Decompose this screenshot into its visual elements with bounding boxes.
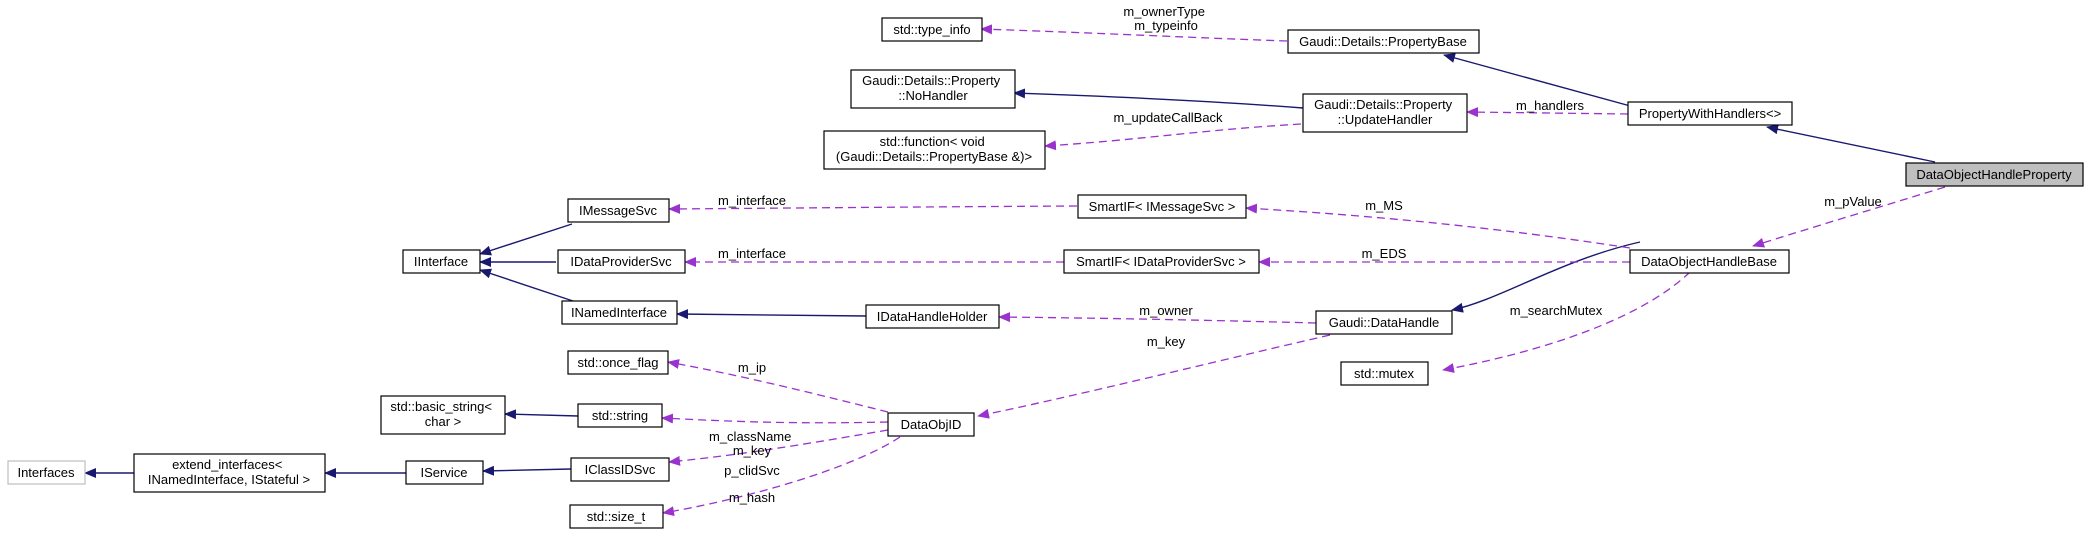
node-data-object-handle-base[interactable]: DataObjectHandleBase <box>1629 249 1790 274</box>
edge-label-msg-interface: m_interface <box>718 193 786 208</box>
edge-smartifmsg-to-imessagesvc <box>668 203 1078 214</box>
svg-text:std::type_info: std::type_info <box>893 22 970 37</box>
svg-text:SmartIF< IMessageSvc >: SmartIF< IMessageSvc > <box>1089 199 1236 214</box>
node-type-info[interactable]: std::type_info <box>881 17 983 42</box>
edge-label-ms: m_MS <box>1365 198 1403 213</box>
edge-idatahandleholder-to-inamedinterface <box>676 309 867 320</box>
svg-text:extend_interfaces< INa: extend_interfaces< INamedInterface, ISta… <box>148 457 310 487</box>
svg-text:SmartIF< IDataProviderSvc >: SmartIF< IDataProviderSvc > <box>1076 254 1246 269</box>
edge-labels: m_ownerType m_typeinfo m_handlers m_upda… <box>709 4 1882 505</box>
edge-dataobjid-to-stdstring <box>661 413 889 424</box>
svg-text:IDataHandleHolder: IDataHandleHolder <box>877 309 988 324</box>
svg-text:Gaudi::Details::PropertyBase: Gaudi::Details::PropertyBase <box>1299 34 1467 49</box>
node-interfaces[interactable]: Interfaces <box>7 460 86 485</box>
svg-text:std::string: std::string <box>592 408 648 423</box>
node-iclassid-svc[interactable]: IClassIDSvc <box>570 457 670 482</box>
edge-gaudidatahandle-to-idatahandleholder <box>998 312 1317 324</box>
node-data-object-handle-property[interactable]: DataObjectHandleProperty <box>1905 162 2084 187</box>
node-property-base[interactable]: Gaudi::Details::PropertyBase <box>1287 29 1480 54</box>
node-iservice[interactable]: IService <box>405 460 484 485</box>
node-iinterface[interactable]: IInterface <box>402 249 481 274</box>
svg-text:PropertyWithHandlers<>: PropertyWithHandlers<> <box>1639 106 1781 121</box>
edge-label-hash: m_hash <box>729 490 775 505</box>
svg-text:std::once_flag: std::once_flag <box>578 355 659 370</box>
node-imessage-svc[interactable]: IMessageSvc <box>567 198 670 223</box>
edge-dataobjecthandlebase-to-gaudidatahandle <box>1451 241 1641 313</box>
edge-inamedinterface-to-iinterface <box>479 268 577 303</box>
edge-propertywithhandlers-to-updatehandler <box>1466 107 1629 118</box>
node-extend-interfaces[interactable]: extend_interfaces< INamedInterface, ISta… <box>133 453 326 493</box>
edge-label-key-handle: m_key <box>1147 334 1186 349</box>
svg-text:Gaudi::Details::Property: Gaudi::Details::Property ::UpdateHandler <box>1314 97 1456 127</box>
svg-text:IInterface: IInterface <box>414 254 468 269</box>
svg-text:IDataProviderSvc: IDataProviderSvc <box>570 254 672 269</box>
edge-label-dp-interface: m_interface <box>718 246 786 261</box>
edge-stdstring-to-basicstring <box>504 409 579 420</box>
svg-text:IService: IService <box>421 465 468 480</box>
edge-updatehandler-to-nohandler <box>1013 88 1304 109</box>
node-update-handler[interactable]: Gaudi::Details::Property ::UpdateHandler <box>1302 93 1468 133</box>
node-std-mutex[interactable]: std::mutex <box>1340 361 1429 386</box>
svg-text:DataObjectHandleBase: DataObjectHandleBase <box>1641 254 1777 269</box>
edge-dataobjid-to-onceflag <box>667 359 889 413</box>
edge-label-p-value: m_pValue <box>1824 194 1882 209</box>
node-size-t[interactable]: std::size_t <box>569 504 664 529</box>
edge-updatehandler-to-stdfunction <box>1044 123 1302 151</box>
node-std-string[interactable]: std::string <box>577 403 663 428</box>
edge-iclassidsvc-to-iservice <box>482 465 572 476</box>
svg-text:std::mutex: std::mutex <box>1354 366 1414 381</box>
node-once-flag[interactable]: std::once_flag <box>567 350 669 375</box>
svg-text:std::function< void (G: std::function< void (Gaudi::Details::Pro… <box>836 134 1032 164</box>
svg-text:Gaudi::DataHandle: Gaudi::DataHandle <box>1329 315 1440 330</box>
edge-dataobjecthandlebase-to-stdmutex <box>1442 271 1691 373</box>
edge-dataobjecthandleproperty-to-dataobjecthandlebase <box>1752 186 1946 248</box>
edge-label-owner-type: m_ownerType m_typeinfo <box>1123 4 1208 33</box>
edge-label-update-callback: m_updateCallBack <box>1113 110 1223 125</box>
svg-text:IClassIDSvc: IClassIDSvc <box>585 462 656 477</box>
node-idatahandle-holder[interactable]: IDataHandleHolder <box>865 304 1000 329</box>
edge-propertywithhandlers-to-propertybase <box>1443 53 1646 111</box>
edge-dataobjid-to-sizet <box>662 436 901 517</box>
svg-text:std::basic_string< cha: std::basic_string< char > <box>390 399 495 429</box>
edge-label-owner: m_owner <box>1139 303 1193 318</box>
edge-dataobjid-to-iclassidsvc <box>668 429 889 466</box>
edge-dataobjecthandlebase-to-smartifmsg <box>1245 203 1631 249</box>
node-data-obj-id[interactable]: DataObjID <box>887 412 975 437</box>
svg-text:std::size_t: std::size_t <box>587 509 646 524</box>
node-basic-string[interactable]: std::basic_string< char > <box>380 395 506 435</box>
node-gaudi-datahandle[interactable]: Gaudi::DataHandle <box>1315 310 1453 335</box>
node-property-with-handlers[interactable]: PropertyWithHandlers<> <box>1627 101 1793 126</box>
edge-label-search-mutex: m_searchMutex <box>1510 303 1603 318</box>
edge-label-clid-svc: p_clidSvc <box>724 463 780 478</box>
node-smartif-dp[interactable]: SmartIF< IDataProviderSvc > <box>1063 249 1260 274</box>
nodes: std::type_info Gaudi::Details::PropertyB… <box>7 17 2084 529</box>
node-no-handler[interactable]: Gaudi::Details::Property ::NoHandler <box>850 69 1016 109</box>
edge-imessagesvc-to-iinterface <box>479 223 573 256</box>
node-smartif-msg[interactable]: SmartIF< IMessageSvc > <box>1077 194 1247 219</box>
svg-text:DataObjectHandleProperty: DataObjectHandleProperty <box>1916 167 2072 182</box>
svg-text:Interfaces: Interfaces <box>17 465 75 480</box>
svg-text:DataObjID: DataObjID <box>901 417 962 432</box>
node-std-function[interactable]: std::function< void (Gaudi::Details::Pro… <box>823 130 1046 170</box>
edge-dataobjecthandleproperty-to-propertywithhandlers <box>1766 124 1936 163</box>
svg-text:Gaudi::Details::Property: Gaudi::Details::Property ::NoHandler <box>862 73 1004 103</box>
edge-label-ip: m_ip <box>738 360 766 375</box>
svg-text:IMessageSvc: IMessageSvc <box>579 203 658 218</box>
edges <box>84 24 1946 517</box>
edge-gaudidatahandle-to-dataobjid <box>977 334 1331 419</box>
svg-text:INamedInterface: INamedInterface <box>571 305 667 320</box>
edge-label-eds: m_EDS <box>1362 246 1407 261</box>
edge-propertybase-to-typeinfo <box>980 24 1288 42</box>
node-inamed-interface[interactable]: INamedInterface <box>561 300 678 325</box>
edge-label-classname: m_className m_key <box>709 429 795 458</box>
node-idataprovider-svc[interactable]: IDataProviderSvc <box>557 249 686 274</box>
edge-label-handlers: m_handlers <box>1516 98 1584 113</box>
